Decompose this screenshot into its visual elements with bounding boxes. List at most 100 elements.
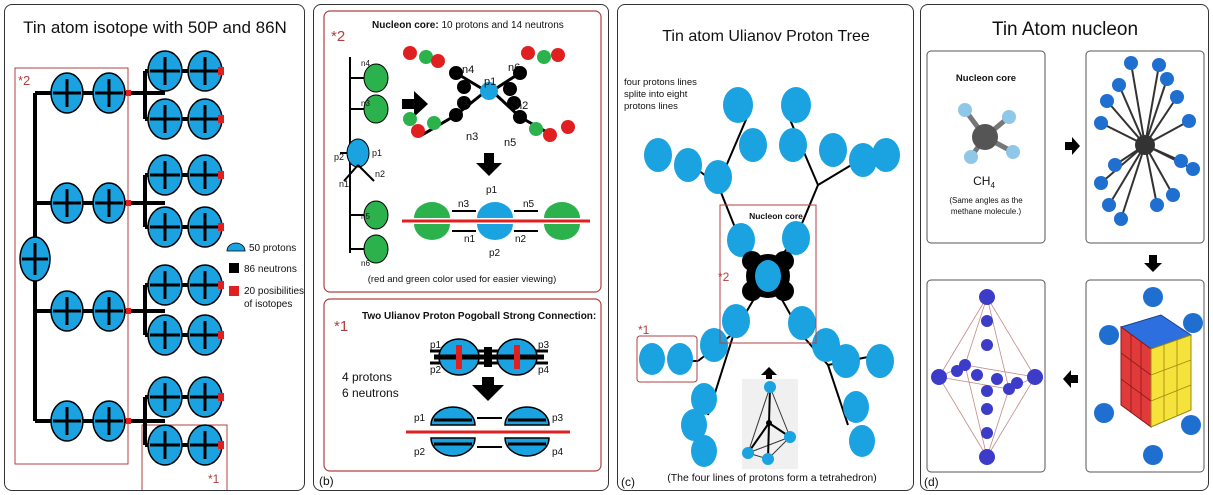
label-p2: p2 bbox=[334, 152, 344, 162]
proton-sphere bbox=[1102, 198, 1116, 212]
proton-sphere bbox=[812, 328, 840, 362]
half-proton-bottom bbox=[430, 437, 476, 457]
core-sphere bbox=[1135, 135, 1155, 155]
vertex-sphere bbox=[1143, 287, 1163, 307]
panel-a-diagram: Tin atom isotope with 50P and 86N *2 *1 … bbox=[14, 18, 304, 490]
neutron-core-ball bbox=[742, 281, 762, 301]
tree-branch bbox=[1120, 144, 1146, 220]
proton-sphere bbox=[639, 343, 665, 375]
proton-sphere bbox=[700, 328, 728, 362]
panel-a-isotope: Tin atom isotope with 50P and 86N *2 *1 … bbox=[4, 4, 305, 491]
proton-sphere bbox=[704, 160, 732, 194]
proton-sphere bbox=[739, 128, 767, 162]
tree-branch bbox=[1118, 84, 1146, 146]
neutron-connector bbox=[484, 347, 492, 367]
panel-label-c: (c) bbox=[621, 475, 635, 489]
isotope-marker bbox=[456, 345, 462, 369]
panel-label-d: (d) bbox=[924, 475, 939, 489]
proton-sphere bbox=[781, 87, 811, 123]
arrow-down-icon bbox=[1144, 255, 1162, 272]
proton-tree-3d bbox=[639, 87, 900, 467]
tetra-proton bbox=[784, 431, 796, 443]
proton-sphere bbox=[971, 369, 983, 381]
panel-a-title: Tin atom isotope with 50P and 86N bbox=[23, 18, 287, 37]
green-half-bottom bbox=[544, 224, 580, 240]
split-pair: p1 p3 p2 p4 bbox=[406, 406, 570, 458]
isotope-marker bbox=[126, 308, 131, 314]
octa-edge bbox=[938, 376, 988, 458]
half-proton-top bbox=[430, 406, 476, 426]
label-n1: n1 bbox=[464, 234, 476, 245]
label-p1: p1 bbox=[414, 413, 426, 424]
cube-grid bbox=[1120, 352, 1152, 376]
proton-sphere bbox=[872, 138, 900, 172]
isotope-marker bbox=[218, 441, 224, 449]
tetra-center bbox=[766, 420, 772, 426]
panel-b-nucleon: *2 Nucleon core: 10 protons and 14 neutr… bbox=[313, 4, 609, 491]
neutron-black bbox=[457, 96, 471, 110]
label-p3: p3 bbox=[552, 413, 564, 424]
mark-1: *1 bbox=[638, 323, 650, 337]
rubik-cube bbox=[1094, 287, 1203, 465]
note-line2: methane molecule.) bbox=[951, 207, 1022, 216]
nucleon-ball bbox=[521, 46, 535, 60]
proton-sphere bbox=[849, 143, 877, 177]
panel-b-diagram: *2 Nucleon core: 10 protons and 14 neutr… bbox=[319, 10, 602, 488]
pair-label-1: *1 bbox=[208, 472, 220, 486]
label-p1: p1 bbox=[484, 76, 496, 88]
octa-edge bbox=[986, 376, 1036, 458]
legend-isotope-swatch bbox=[229, 286, 239, 296]
octa-edge bbox=[938, 296, 988, 378]
half-proton-top bbox=[504, 406, 550, 426]
proton-sphere bbox=[1182, 114, 1196, 128]
nucleon-ball bbox=[561, 120, 575, 134]
cube-grid bbox=[1120, 378, 1152, 402]
tree-branch bbox=[1144, 144, 1158, 206]
octa-edge bbox=[938, 376, 1010, 390]
nucleon-ball bbox=[419, 50, 433, 64]
neutron-core-ball bbox=[742, 251, 762, 271]
proton-sphere bbox=[1112, 78, 1126, 92]
nucleon-ball bbox=[543, 128, 557, 142]
arrow-right-icon bbox=[1065, 137, 1080, 155]
proton-sphere bbox=[691, 383, 717, 415]
formula-main: CH bbox=[973, 174, 990, 188]
proton-tree bbox=[19, 50, 224, 466]
isotope-marker bbox=[126, 200, 131, 206]
molecule-cluster bbox=[403, 46, 575, 142]
neutron-black bbox=[507, 96, 521, 110]
note-line3: protons lines bbox=[624, 101, 678, 112]
neutron-black bbox=[513, 66, 527, 80]
caption: (The four lines of protons form a tetrah… bbox=[667, 472, 877, 484]
octa-edge bbox=[964, 296, 988, 366]
proton-sphere bbox=[1094, 116, 1108, 130]
panel-d-title: Tin Atom nucleon bbox=[992, 19, 1138, 40]
label-p2: p2 bbox=[489, 248, 501, 259]
label-n5: n5 bbox=[361, 212, 370, 221]
proton-sphere bbox=[1100, 94, 1114, 108]
proton-blue bbox=[480, 82, 498, 100]
hydrogen-atom bbox=[1002, 110, 1016, 124]
proton-sphere bbox=[681, 409, 707, 441]
octa-edge bbox=[986, 296, 1036, 378]
tree-branch bbox=[1130, 62, 1146, 146]
blue-half-bottom bbox=[477, 224, 513, 240]
methane-molecule bbox=[958, 103, 1020, 164]
vertex-sphere bbox=[1099, 325, 1119, 345]
vertex-sphere bbox=[1143, 445, 1163, 465]
note-line1: (Same angles as the bbox=[949, 196, 1023, 205]
count-neutrons: 6 neutrons bbox=[342, 386, 399, 400]
proton-sphere bbox=[1166, 188, 1180, 202]
tetra-proton bbox=[762, 453, 774, 465]
label-n2: n2 bbox=[375, 169, 385, 179]
nucleon-ball bbox=[551, 48, 565, 62]
isotope-marker bbox=[126, 90, 131, 96]
nucleon-ball bbox=[431, 54, 445, 68]
octa-edge bbox=[986, 296, 1010, 390]
proton-sphere bbox=[1186, 162, 1200, 176]
formula-sub: 4 bbox=[990, 181, 995, 190]
label-n6: n6 bbox=[508, 62, 520, 74]
proton-sphere bbox=[1108, 158, 1122, 172]
green-half-bottom bbox=[414, 224, 450, 240]
mark-2: *2 bbox=[718, 270, 730, 284]
